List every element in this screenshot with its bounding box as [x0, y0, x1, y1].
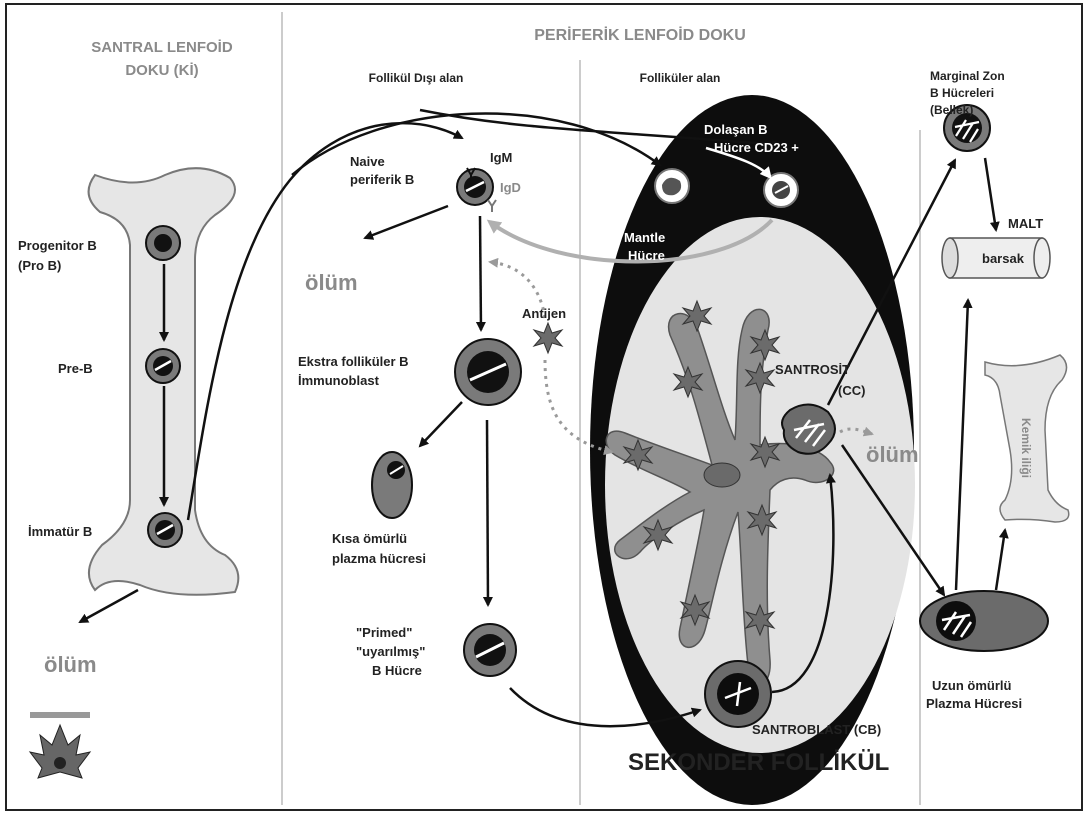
pre-b-label: Pre-B [58, 361, 93, 376]
progenitor-b-cell [146, 226, 180, 260]
long-plasma-label-line2: Plazma Hücresi [926, 696, 1022, 711]
extrafollicular-area-label: Follikül Dışı alan [369, 71, 464, 85]
mantle-label-line1: Mantle [624, 230, 665, 245]
central-title-line2: DOKU (Kİ) [125, 62, 198, 79]
primed-b-cell [464, 624, 516, 676]
marginal-label-line1: Marginal Zon [930, 69, 1005, 83]
primed-label-line2: "uyarılmış" [356, 644, 425, 659]
primed-label-line1: "Primed" [356, 625, 412, 640]
extrafollicular-immunoblast [455, 339, 521, 405]
centrocyte [782, 404, 835, 453]
fdc-nucleus [704, 463, 740, 487]
immature-b-cell [148, 513, 182, 547]
bone-marrow-right-label: Kemik iliği [1019, 418, 1033, 478]
circulating-label-line2: Hücre CD23 + [714, 140, 799, 155]
short-plasma-label-line2: plazma hücresi [332, 551, 426, 566]
immunoblast-label-line2: İmmunoblast [298, 373, 380, 388]
igm-label: IgM [490, 150, 512, 165]
malt-label: MALT [1008, 216, 1043, 231]
secondary-follicle-title: SEKONDER FOLLİKÜL [628, 749, 889, 776]
mantle-cell [655, 169, 689, 203]
progenitor-label-line1: Progenitor B [18, 238, 97, 253]
peripheral-title: PERİFERİK LENFOİD DOKU [534, 26, 746, 44]
marginal-label-line2: B Hücreleri [930, 86, 994, 100]
mantle-label-line2: Hücre [628, 248, 665, 263]
immunoblast-label-line1: Ekstra folliküler B [298, 354, 409, 369]
central-title-line1: SANTRAL LENFOİD [91, 39, 233, 56]
follicular-area-label: Folliküler alan [640, 71, 721, 85]
long-plasma-label-line1: Uzun ömürlü [932, 678, 1011, 693]
centroblast [705, 661, 771, 727]
death-label-naive: ölüm [305, 270, 358, 295]
pre-b-cell [146, 349, 180, 383]
marginal-label-line3: (Bellek) [930, 103, 973, 117]
centroblast-label: SANTROBLAST (CB) [752, 722, 881, 737]
naive-label-line2: periferik B [350, 172, 414, 187]
antigen-label: Antijen [522, 306, 566, 321]
circulating-b-cell [764, 173, 798, 207]
centrocyte-label-line1: SANTROSİT [775, 362, 850, 377]
death-label-follicle: ölüm [866, 442, 919, 467]
circulating-label-line1: Dolaşan B [704, 122, 768, 137]
naive-label-line1: Naive [350, 154, 385, 169]
immature-b-label: İmmatür B [28, 524, 92, 539]
death-label-central: ölüm [44, 652, 97, 677]
centrocyte-label-line2: (CC) [838, 383, 865, 398]
primed-label-line3: B Hücre [372, 663, 422, 678]
long-lived-plasma-cell [920, 591, 1048, 651]
gut-label: barsak [982, 251, 1025, 266]
short-lived-plasma-cell [372, 452, 412, 518]
progenitor-label-line2: (Pro B) [18, 258, 61, 273]
short-plasma-label-line1: Kısa ömürlü [332, 531, 407, 546]
igd-label: IgD [500, 180, 521, 195]
